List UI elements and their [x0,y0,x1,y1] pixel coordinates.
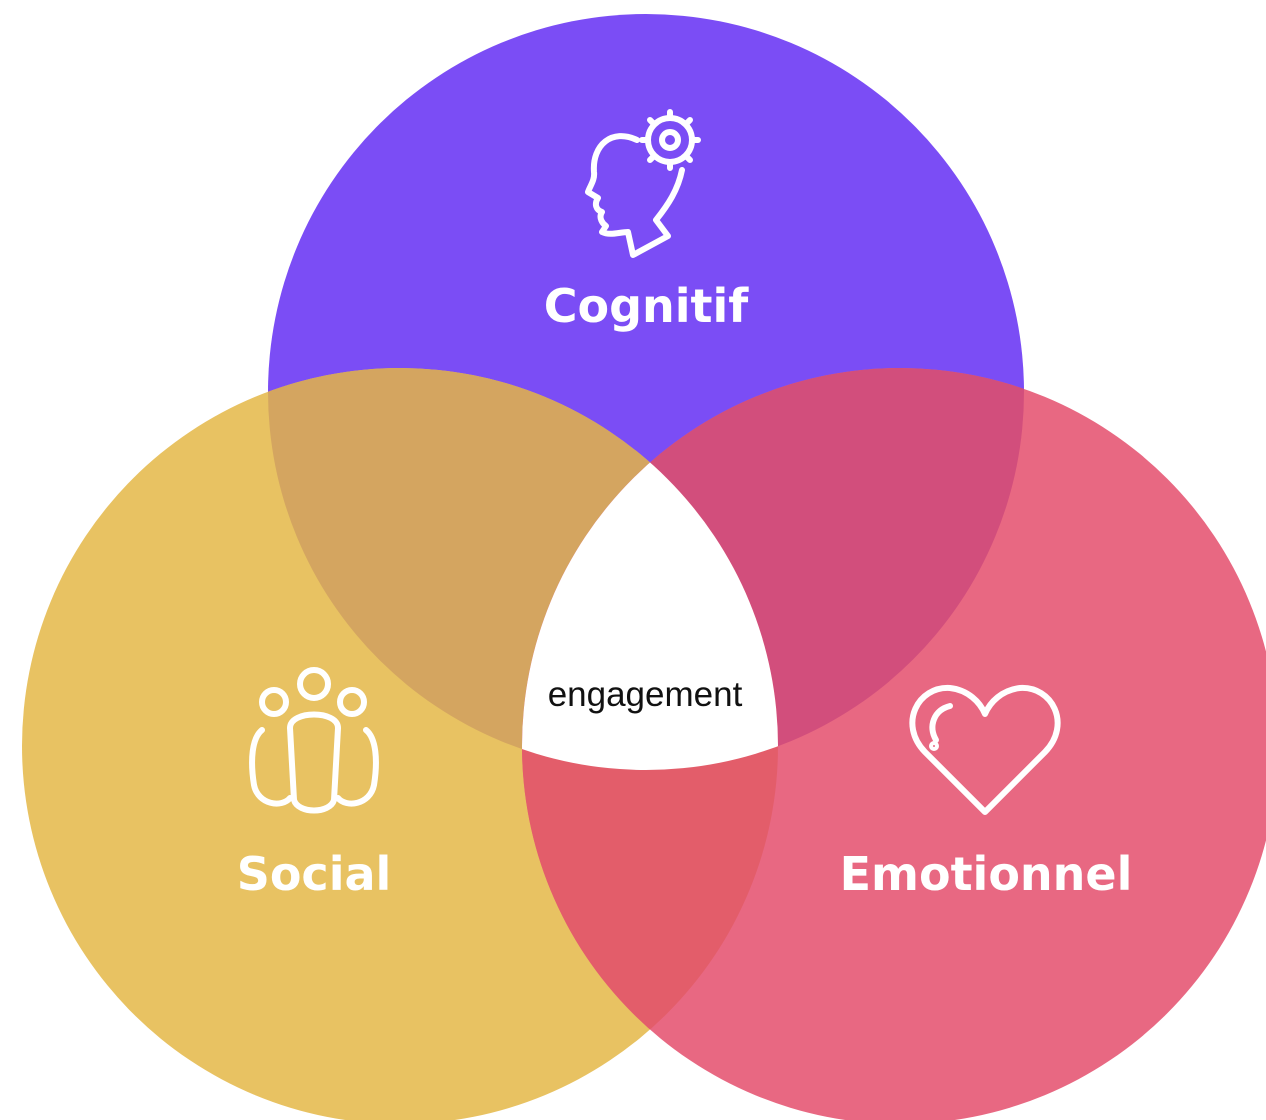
heart-icon [909,684,1061,815]
label-emotionnel: Emotionnel [840,847,1133,901]
people-group-icon [249,667,379,814]
overlap-center [522,368,778,770]
head-gear-icon [585,109,701,258]
label-cognitif: Cognitif [544,279,750,333]
label-engagement: engagement [548,675,743,714]
label-social: Social [237,847,392,901]
